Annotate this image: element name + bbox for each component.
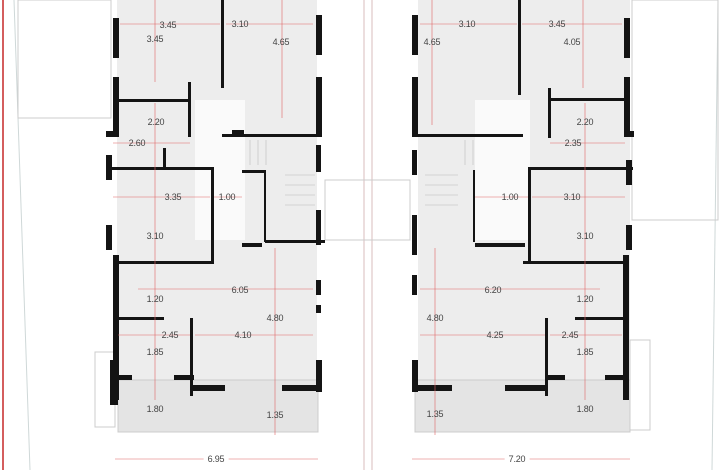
dimension-label: 4.80 xyxy=(426,313,444,323)
dimension-label: 1.85 xyxy=(146,347,164,357)
dimension-label: 4.65 xyxy=(423,37,441,47)
dimension-label: 1.00 xyxy=(218,192,236,202)
dimension-label: 3.10 xyxy=(458,19,476,29)
dimension-label: 2.45 xyxy=(161,330,179,340)
dimension-label: 3.10 xyxy=(563,192,581,202)
dimension-label: 1.35 xyxy=(266,410,284,420)
dimension-label: 1.00 xyxy=(501,192,519,202)
overall-width-label: 7.20 xyxy=(504,454,530,464)
dimension-label: 4.65 xyxy=(272,37,290,47)
dimension-label: 1.80 xyxy=(146,404,164,414)
right-unit-plan xyxy=(412,0,651,460)
connecting-terrace xyxy=(324,179,411,241)
dimension-label: 3.10 xyxy=(576,231,594,241)
dimension-label: 3.10 xyxy=(231,19,249,29)
dimension-label: 1.85 xyxy=(576,347,594,357)
dimension-label: 3.45 xyxy=(159,20,177,30)
dimension-label: 2.20 xyxy=(576,117,594,127)
site-line-right xyxy=(711,0,719,470)
left-unit-plan xyxy=(94,0,325,460)
dimension-label: 3.35 xyxy=(164,192,182,202)
dimension-label: 2.45 xyxy=(561,330,579,340)
site-boundary-box xyxy=(17,0,112,119)
dimension-label: 3.45 xyxy=(548,19,566,29)
dimension-label: 1.20 xyxy=(576,294,594,304)
dimension-label: 2.20 xyxy=(147,117,165,127)
site-line xyxy=(13,0,31,470)
dimension-label: 4.80 xyxy=(266,313,284,323)
dimension-label: 1.20 xyxy=(146,294,164,304)
dimension-label: 6.20 xyxy=(484,285,502,295)
dimension-label: 1.35 xyxy=(426,409,444,419)
overall-width-label: 6.95 xyxy=(203,454,229,464)
site-boundary-box-right xyxy=(631,0,719,221)
dimension-label: 6.05 xyxy=(231,285,249,295)
dimension-label: 2.60 xyxy=(128,138,146,148)
dimension-label: 4.05 xyxy=(563,37,581,47)
dimension-label: 1.80 xyxy=(576,404,594,414)
dimension-label: 3.45 xyxy=(146,34,164,44)
dimension-label: 2.35 xyxy=(564,138,582,148)
dimension-label: 4.25 xyxy=(486,330,504,340)
dimension-label: 3.10 xyxy=(146,231,164,241)
dimension-label: 4.10 xyxy=(234,330,252,340)
